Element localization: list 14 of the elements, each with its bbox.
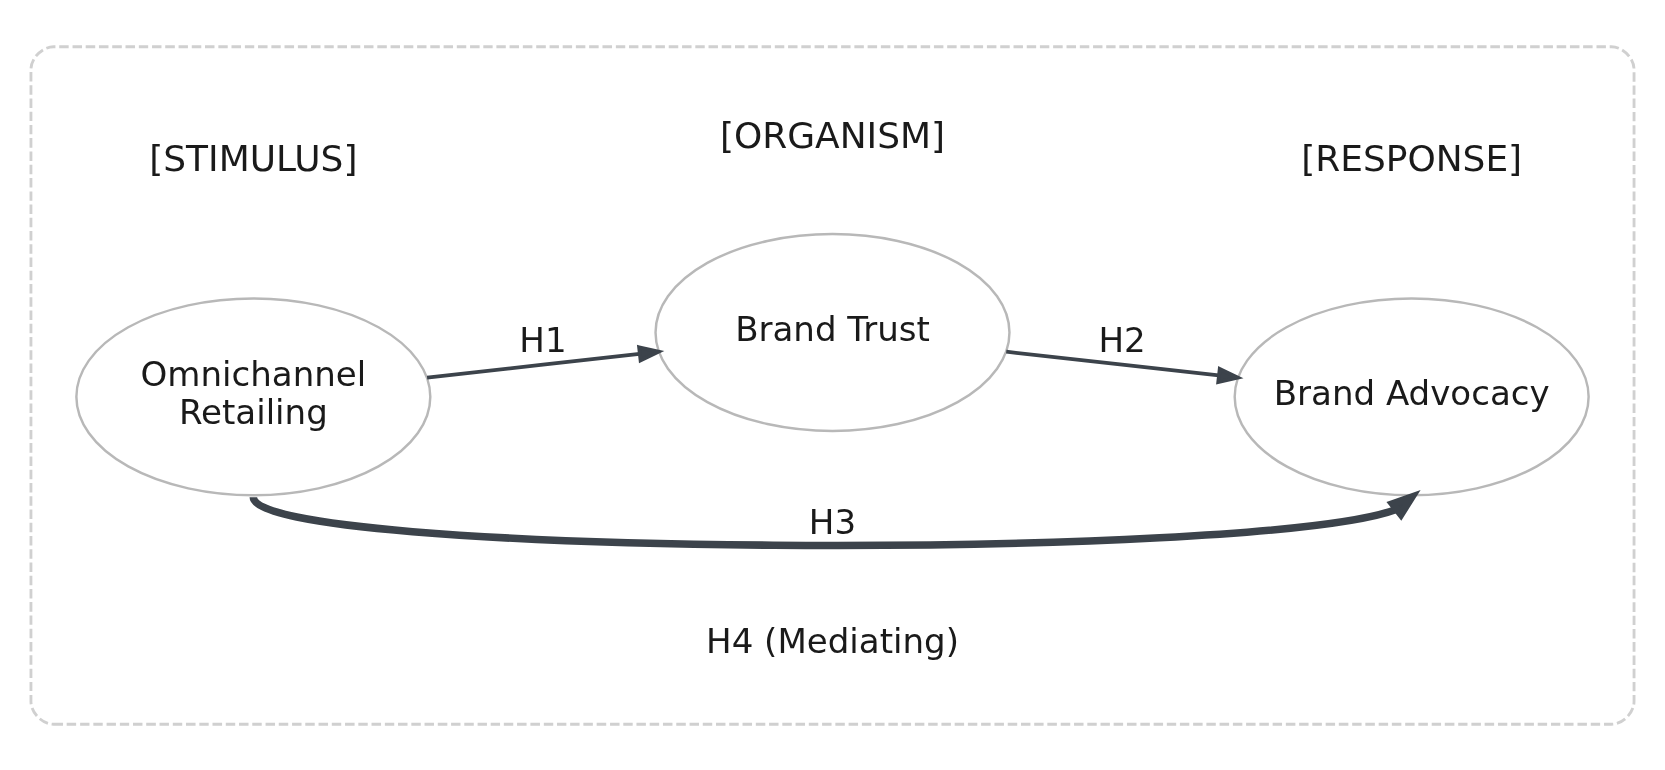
edge-label: H1 bbox=[519, 319, 567, 360]
label: [ORGANISM] bbox=[719, 114, 946, 156]
arrow bbox=[1006, 349, 1244, 385]
arrow bbox=[251, 489, 1421, 549]
arrow bbox=[426, 344, 665, 379]
node-ellipse: Brand Advocacy bbox=[1233, 296, 1590, 496]
edge-label: H3 bbox=[808, 501, 857, 542]
edge-label: H2 bbox=[1098, 319, 1146, 360]
label: H4 (Mediating) bbox=[706, 620, 959, 661]
node-ellipse: Omnichannel Retailing bbox=[75, 296, 432, 496]
cluster bbox=[29, 44, 1636, 726]
label: [STIMULUS] bbox=[149, 137, 358, 179]
label: [RESPONSE] bbox=[1301, 137, 1523, 179]
node-ellipse: Brand Trust bbox=[654, 232, 1011, 432]
